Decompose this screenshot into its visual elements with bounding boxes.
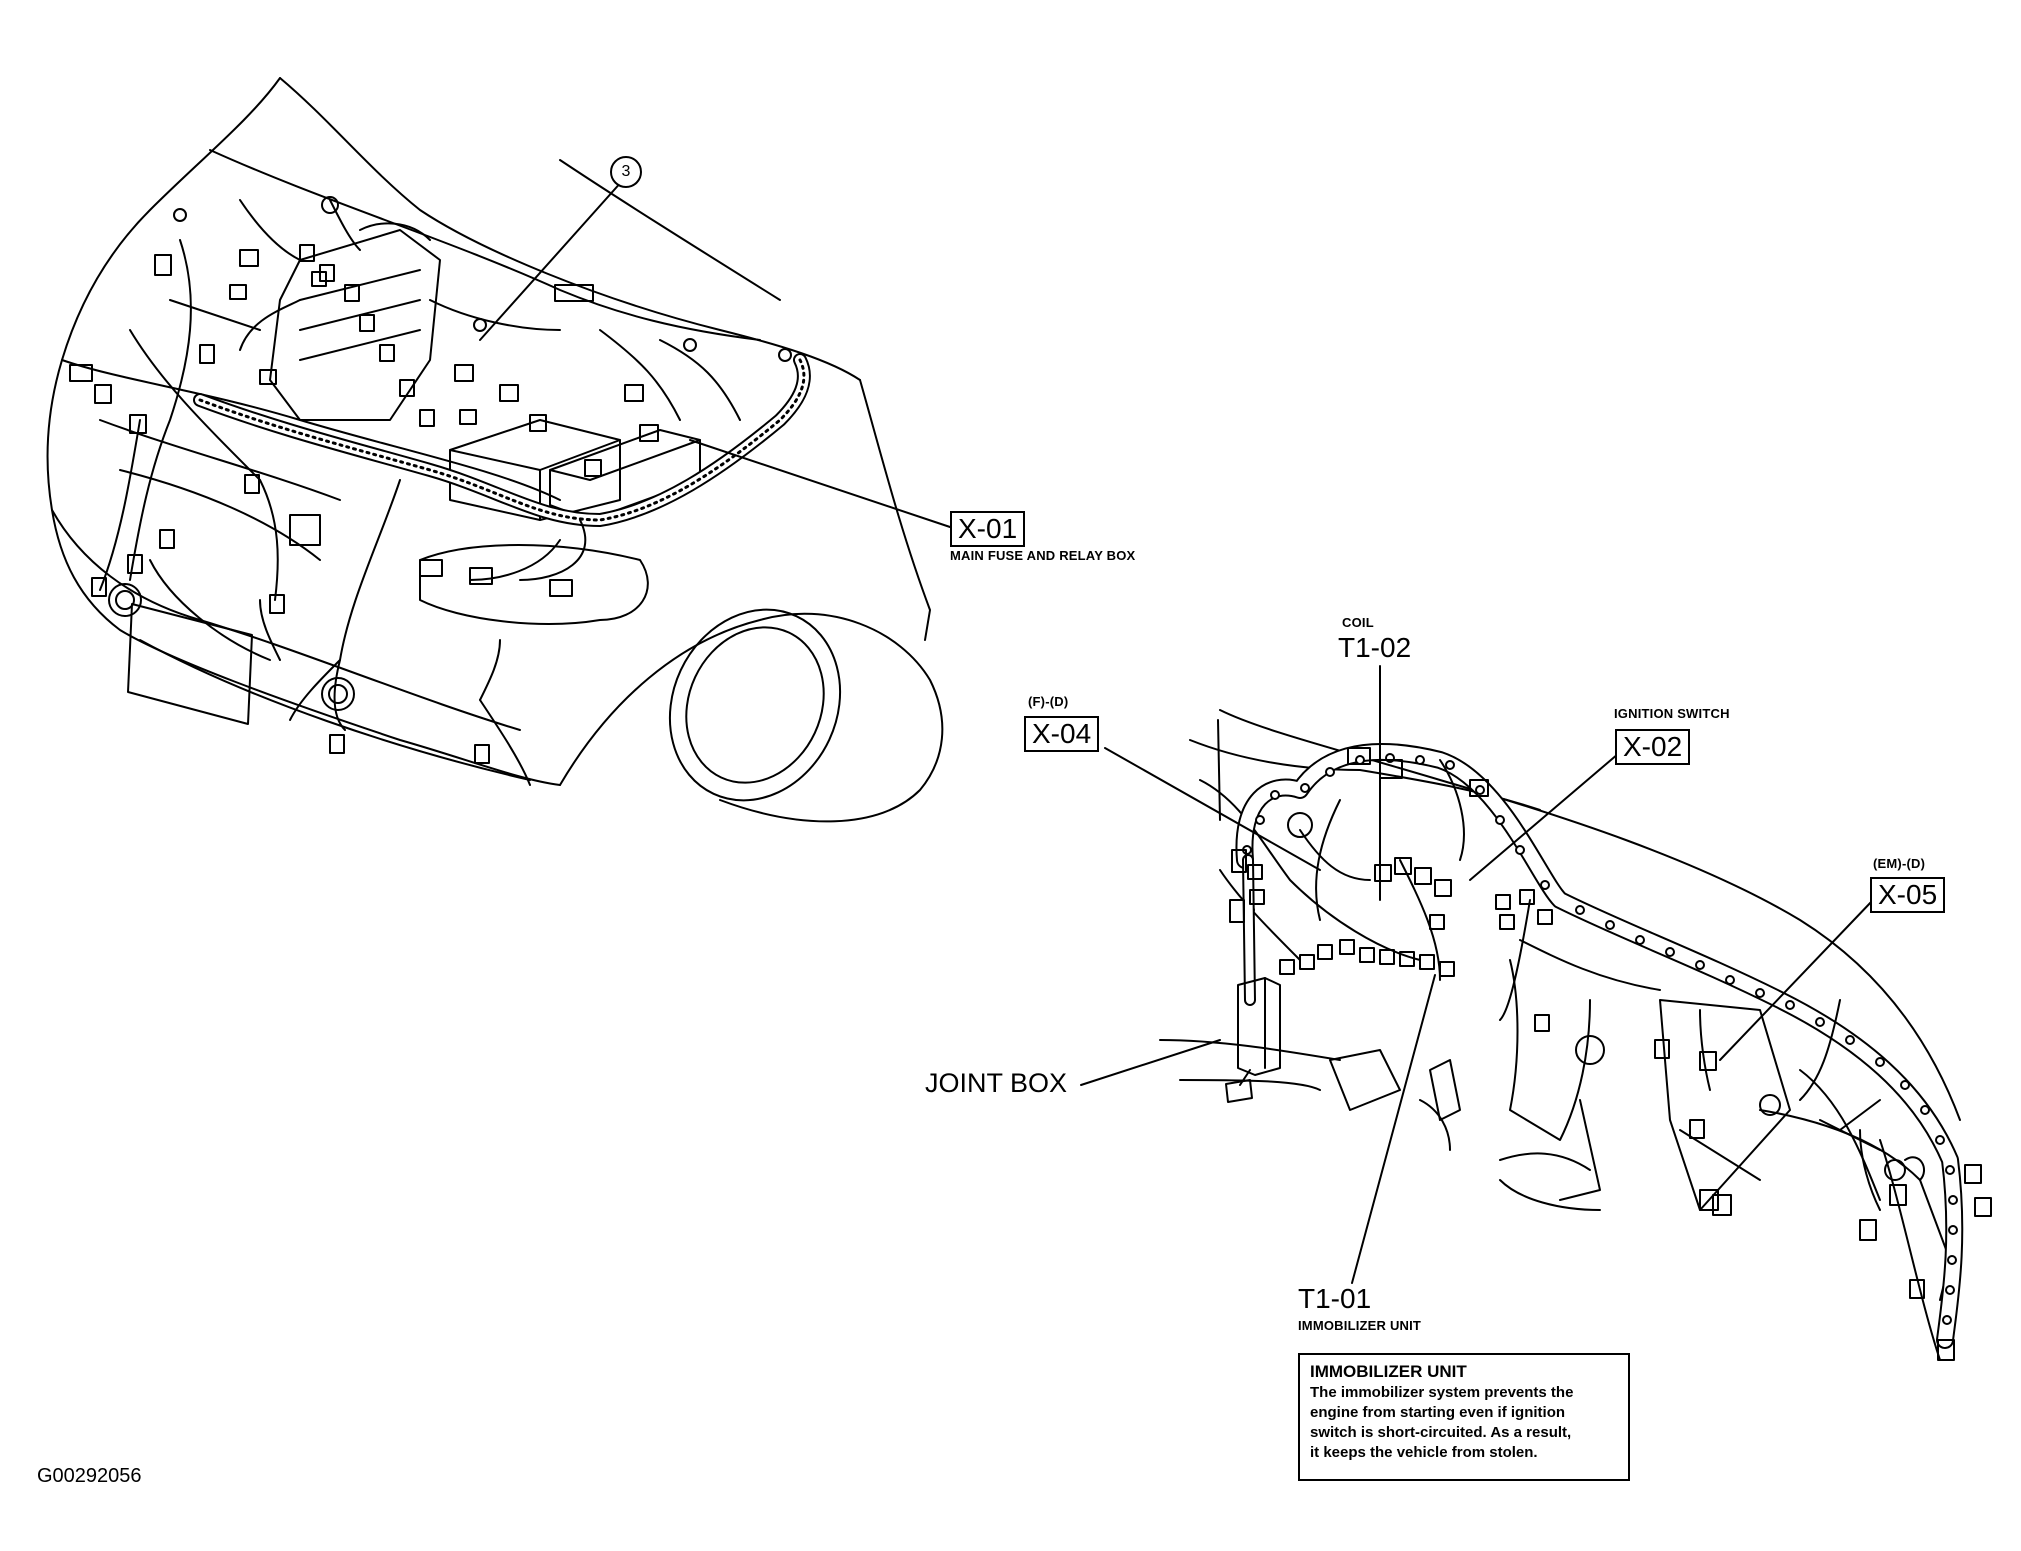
callout-x01-desc: MAIN FUSE AND RELAY BOX [950, 548, 1136, 563]
leader-joint-box [1080, 1039, 1221, 1086]
callout-x04-prefix: (F)-(D) [1028, 694, 1069, 709]
callout-x05-code: X-05 [1870, 877, 1946, 913]
engine-compartment-drawing [46, 77, 944, 823]
instrument-panel-drawing [1159, 709, 1992, 1361]
leader-x01 [689, 439, 951, 528]
leader-t101 [1351, 974, 1436, 1284]
immobilizer-note-box: IMMOBILIZER UNIT The immobilizer system … [1298, 1353, 1630, 1481]
leader-x04 [1104, 747, 1321, 871]
note-line: The immobilizer system prevents the [1310, 1384, 1574, 1401]
leader-x05 [1719, 899, 1874, 1061]
joint-box-label: JOINT BOX [925, 1068, 1068, 1098]
note-line: engine from starting even if ignition [1310, 1404, 1566, 1421]
callout-t101-code: T1-01 [1298, 1283, 1372, 1314]
callout-x04-code: X-04 [1024, 716, 1100, 752]
callout-x02-code: X-02 [1615, 729, 1691, 765]
callout-t101-desc: IMMOBILIZER UNIT [1298, 1318, 1422, 1333]
note-title: IMMOBILIZER UNIT [1310, 1362, 1467, 1381]
callout-x05-prefix: (EM)-(D) [1873, 856, 1926, 871]
leader-ref-3 [479, 179, 624, 341]
callout-t102-name: COIL [1342, 615, 1374, 630]
leader-lines [479, 179, 1874, 1284]
leader-x02 [1469, 747, 1626, 881]
reference-number-3: 3 [610, 156, 642, 188]
note-line: switch is short-circuited. As a result, [1310, 1424, 1572, 1441]
callout-x02-name: IGNITION SWITCH [1614, 706, 1730, 721]
callout-t102-code: T1-02 [1338, 632, 1412, 663]
note-line: it keeps the vehicle from stolen. [1310, 1444, 1538, 1461]
figure-id: G00292056 [37, 1465, 142, 1487]
callout-x01-code: X-01 [950, 511, 1026, 547]
